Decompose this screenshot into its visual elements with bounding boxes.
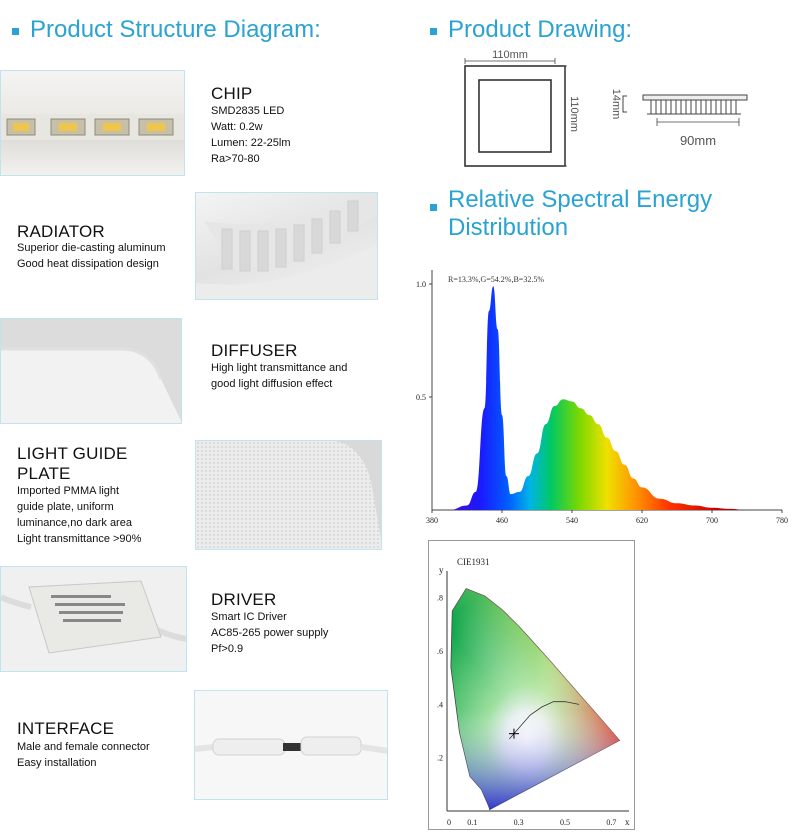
diffuser-photo [0,318,182,424]
radiator-desc: Superior die-casting aluminum Good heat … [17,242,166,270]
diffuser-desc: High light transmittance and good light … [211,362,348,390]
spectrum-x-tick-label: 540 [566,516,578,525]
width-dim-label: 110mm [492,49,528,61]
depth-dim-label: 14mm [610,89,622,120]
spectrum-x-tick-label: 780 [776,516,788,525]
spectrum-x-tick-label: 700 [706,516,718,525]
cie-x-tick-label: 0.5 [560,818,570,827]
light-guide-plate-name: LIGHT GUIDE PLATE [17,444,128,483]
light-guide-plate-photo [195,440,382,550]
cie-y-tick-label: .6 [437,647,443,656]
spectrum-annotation: R=13.3%,G=54.2%,B=32.5% [448,275,544,284]
cie-title: CIE1931 [457,557,490,567]
cie-plot: CIE1931 y x 0 0.1 0.3 0.5 0.7 .2 .4 .6 .8 [437,557,630,827]
spectrum-chart: 380 460 540 620 700 780 0.5 1.0 R=13.3%,G=54.2%… [410,262,790,530]
dimension-drawing: 110mm 110mm 14mm 90mm [464,49,748,167]
driver-desc: Smart IC Driver AC85-265 power supply Pf… [211,611,329,655]
interface-photo [194,690,388,800]
cutout-dim-label: 90mm [680,133,716,148]
spectrum-y-tick-label: 0.5 [416,393,426,402]
driver-name: DRIVER [211,590,277,609]
light-guide-plate-desc: Imported PMMA light guide plate, uniform… [17,485,142,545]
cie-y-tick-label: .4 [437,700,443,709]
led-strip-image [1,114,184,140]
spectrum-title-text: Relative Spectral Energy Distribution [448,186,713,241]
spectrum-x-tick-label: 380 [426,516,438,525]
cie-x-tick-label: 0 [447,818,451,827]
structure-section-title: Product Structure Diagram: [12,16,321,44]
diffuser-name: DIFFUSER [211,341,298,360]
diffuser-panel-image [1,347,181,423]
chip-name: CHIP [211,84,253,103]
light-guide-texture-image [196,441,381,549]
spectrum-x-tick-label: 620 [636,516,648,525]
title-bullet-icon [430,28,437,35]
title-bullet-icon [12,28,19,35]
title-bullet-icon [430,204,437,211]
drawing-title-text: Product Drawing: [448,16,633,43]
chip-photo [0,70,185,176]
spectrum-plot: 380 460 540 620 700 780 0.5 1.0 R=13.3%,G=54.2%… [416,270,788,525]
height-dim-label: 110mm [568,96,580,132]
cie-gamut-blue [450,588,620,810]
cie-x-tick-label: 0.3 [514,818,524,827]
cie-planckian-locus [509,701,580,740]
cie-x-tick-label: 0.1 [467,818,477,827]
interface-name: INTERFACE [17,719,115,738]
structure-title-text: Product Structure Diagram: [30,16,321,43]
connector-image [195,736,387,756]
radiator-photo [195,192,378,300]
cie-chart: CIE1931 y x 0 0.1 0.3 0.5 0.7 .2 .4 .6 .8 [428,540,635,830]
radiator-name: RADIATOR [17,222,105,241]
cie-y-tick-label: .2 [437,754,443,763]
cie-y-label: y [439,565,444,575]
radiator-fins-image [196,193,377,299]
driver-box-image [1,580,186,654]
spectrum-area [432,286,782,510]
chip-desc: SMD2835 LED Watt: 0.2w Lumen: 22-25lm Ra… [211,105,291,165]
drawing-section-title: Product Drawing: [430,16,632,44]
interface-desc: Male and female connector Easy installat… [17,741,150,769]
cie-x-label: x [625,817,630,827]
cie-y-tick-label: .8 [437,594,443,603]
spectrum-section-title: Relative Spectral Energy Distribution [430,186,712,242]
driver-photo [0,566,187,672]
cie-x-tick-label: 0.7 [606,818,616,827]
product-drawing: 110mm 110mm 14mm 90mm [455,44,755,174]
spectrum-y-tick-label: 1.0 [416,280,426,289]
spectrum-x-tick-label: 460 [496,516,508,525]
